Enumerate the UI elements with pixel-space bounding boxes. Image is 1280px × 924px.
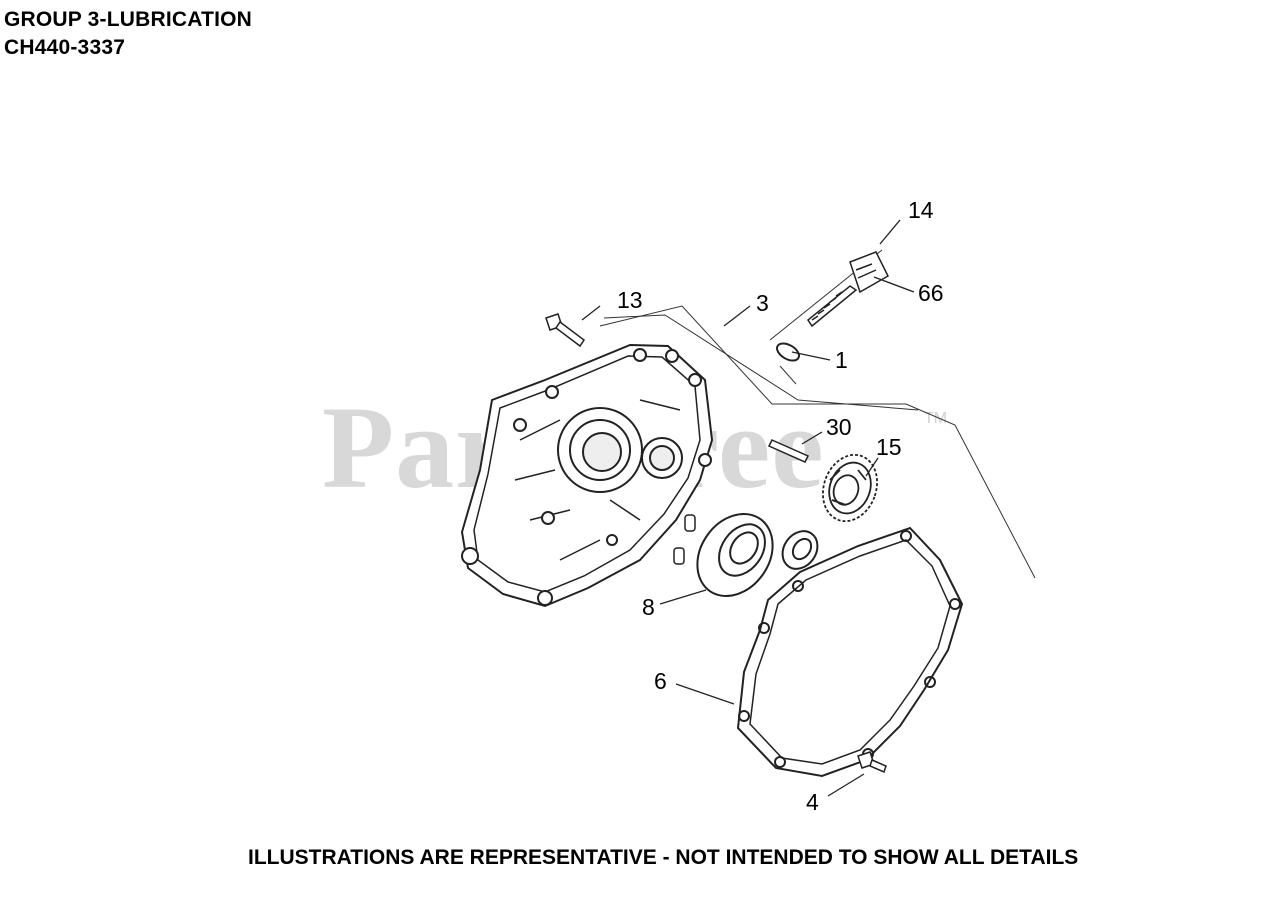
callout-14: 14 (908, 197, 934, 223)
crankcase-cover (460, 343, 714, 608)
governor-shaft (767, 439, 810, 463)
callout-13: 13 (617, 287, 643, 313)
oil-seal (781, 530, 819, 570)
drain-bolt (857, 751, 887, 774)
callout-66: 66 (918, 280, 944, 306)
callout-1: 1 (835, 347, 848, 373)
callout-leader-lines (581, 219, 915, 797)
callout-6: 6 (654, 668, 667, 694)
main-bearing (696, 513, 774, 597)
group-title: GROUP 3-LUBRICATION (4, 8, 253, 31)
dipstick-o-ring (776, 342, 800, 362)
disclaimer-text: ILLUSTRATIONS ARE REPRESENTATIVE - NOT I… (248, 846, 1079, 869)
callout-4: 4 (806, 789, 819, 815)
callout-15: 15 (876, 434, 902, 460)
callout-3: 3 (756, 290, 769, 316)
cover-bolt (545, 313, 586, 348)
callout-30: 30 (826, 414, 852, 440)
dipstick-assembly (806, 251, 889, 328)
diagram-header: GROUP 3-LUBRICATION CH440-3337 (4, 6, 252, 62)
model-number: CH440-3337 (4, 36, 126, 59)
governor-gear (822, 453, 878, 523)
callout-8: 8 (642, 594, 655, 620)
dowel-pins (673, 514, 696, 565)
callout-labels: 14 66 3 13 1 30 15 8 6 4 (617, 197, 944, 815)
cover-gasket (736, 526, 964, 778)
